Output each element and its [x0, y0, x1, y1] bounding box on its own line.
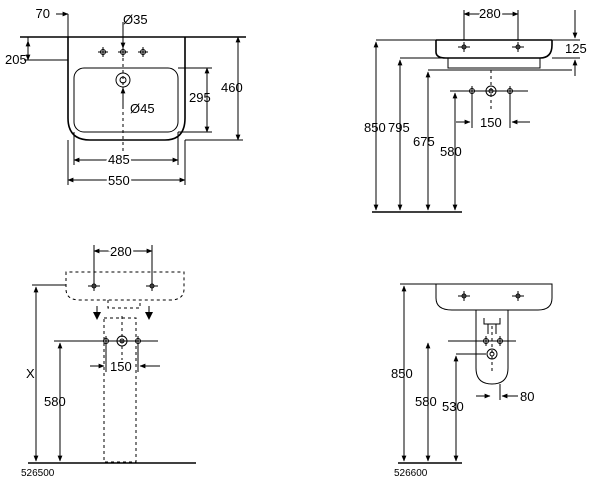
dim-total-width: 550: [108, 173, 130, 188]
dim-waste: Ø45: [130, 101, 155, 116]
basin-outline: [67, 37, 186, 141]
front-view: 70 Ø35 205 295 460 Ø45 485 550: [5, 6, 246, 190]
dim-offset: 80: [520, 389, 534, 404]
basin-body: [435, 40, 553, 59]
dim-supply-height-pedestal: 580: [44, 394, 66, 409]
arrow-down-icon: [145, 312, 153, 320]
dim-supply-spacing-pedestal: 150: [110, 359, 132, 374]
dim-basin-height: 125: [565, 41, 587, 56]
dim-total-depth: 460: [221, 80, 243, 95]
dim-tap-offset: 70: [36, 6, 50, 21]
basin-dashed: [65, 271, 185, 301]
dim-inner-width: 485: [108, 152, 130, 167]
model-number: 526500: [21, 468, 55, 479]
dim-fixing-distance-pedestal: 280: [110, 244, 132, 259]
dim-trap-height: 530: [442, 399, 464, 414]
dim-underside-height: 795: [388, 120, 410, 135]
semi-pedestal-view: 80 850 580 530 526600: [391, 283, 553, 479]
inner-bowl: [73, 67, 179, 133]
dim-rim-height: 850: [364, 120, 386, 135]
pedestal-view: 280 150 X 580 526500: [21, 242, 196, 479]
dim-depth-to-hole: 205: [5, 52, 27, 67]
dim-supply-spacing: 150: [480, 115, 502, 130]
semi-pedestal: [475, 310, 509, 385]
pedestal-column: [103, 317, 137, 463]
dim-supply-height-semi: 580: [415, 394, 437, 409]
dim-variable-height: X: [26, 366, 35, 381]
dim-outlet-height: 675: [413, 134, 435, 149]
basin-body: [435, 283, 553, 311]
dim-rim-height-semi: 850: [391, 366, 413, 381]
dim-tap-hole: Ø35: [123, 12, 148, 27]
dim-inner-depth: 295: [189, 90, 211, 105]
model-number: 526600: [394, 468, 428, 479]
side-view: 280 125 150 850 795 675: [364, 4, 587, 213]
arrow-down-icon: [93, 312, 101, 320]
dim-fixing-distance: 280: [479, 6, 501, 21]
dim-supply-height: 580: [440, 144, 462, 159]
